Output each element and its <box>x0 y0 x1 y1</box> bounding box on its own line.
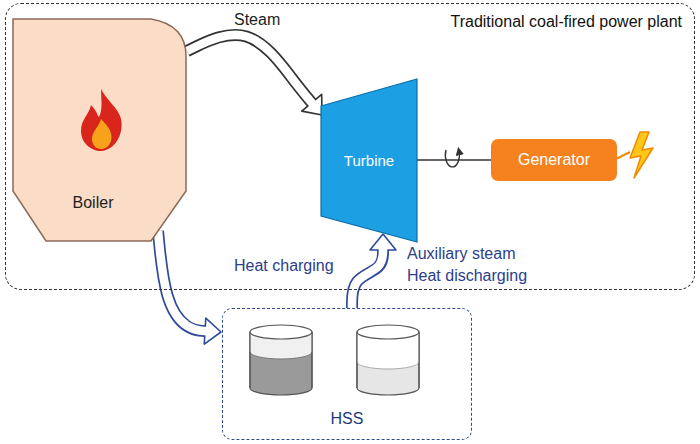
plant-region: Traditional coal-fired power plantBoiler… <box>5 3 695 290</box>
turbine-label: Turbine <box>344 152 394 170</box>
flow-arrow <box>158 231 221 344</box>
hot-tank <box>250 325 312 395</box>
flow-arrow <box>187 35 322 115</box>
generator-box: Generator <box>491 139 617 181</box>
flame <box>81 89 122 151</box>
boiler-body <box>13 19 186 241</box>
turbine-body <box>321 79 417 242</box>
edge-label: Heat charging <box>232 256 336 275</box>
arrow-fill <box>352 247 383 308</box>
flow-label: Auxiliary steam <box>405 244 517 263</box>
arrow-fill <box>187 35 314 105</box>
arrow-fill <box>158 231 208 331</box>
edge-label: Steam <box>232 10 282 29</box>
plant-region-label: Traditional coal-fired power plant <box>450 12 682 31</box>
shaft-line <box>417 159 491 161</box>
cold-tank <box>357 325 419 395</box>
turbine: Turbine <box>321 79 417 242</box>
lightning-bolt <box>630 132 653 178</box>
edge-label: Heat discharging <box>405 266 529 285</box>
flow-arrow <box>417 160 491 161</box>
generator-box-label: Generator <box>518 150 590 169</box>
flow-arrow <box>352 234 396 308</box>
flame-core <box>92 119 112 149</box>
rotation-arrow <box>445 150 459 167</box>
boiler: Boiler <box>13 19 189 243</box>
power-lead <box>616 152 630 159</box>
hss-box-label: HSS <box>223 409 471 428</box>
boiler-label: Boiler <box>13 193 173 212</box>
hss-box: HSS <box>222 308 472 440</box>
